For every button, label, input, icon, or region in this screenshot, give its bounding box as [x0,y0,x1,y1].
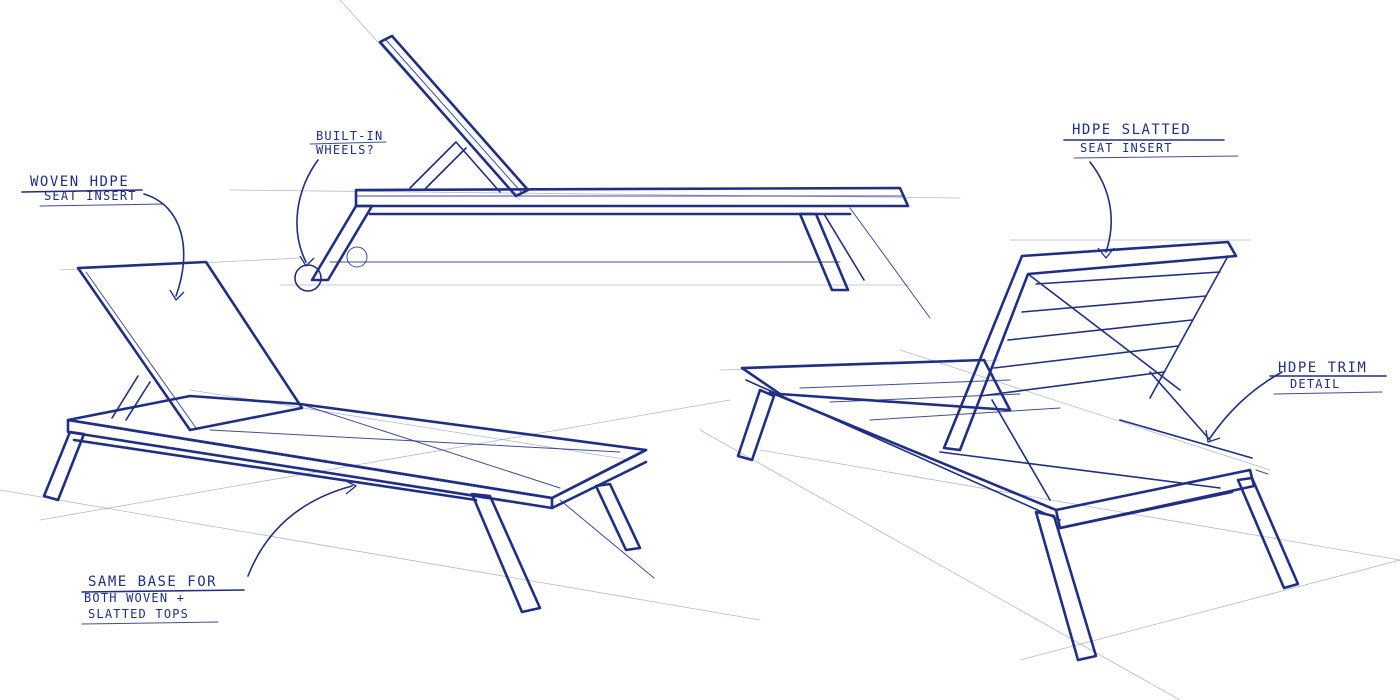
annotation-woven-seat: WOVEN HDPE SEAT INSERT [21,174,185,301]
annotation-built-in-wheels: BUILT-IN WHEELS? [296,129,387,267]
chaise-slatted [736,240,1300,662]
chaise-side-view [294,34,931,319]
note-slatted-line2: SEAT INSERT [1080,141,1173,155]
note-wheels-line2: WHEELS? [316,143,375,157]
note-base-line2: BOTH WOVEN + [84,591,185,605]
note-trim-line1: HDPE TRIM [1278,360,1367,376]
note-woven-line1: WOVEN HDPE [30,174,129,190]
note-wheels-line1: BUILT-IN [316,129,383,143]
note-base-line1: SAME BASE FOR [88,574,217,590]
note-woven-line2: SEAT INSERT [44,189,137,203]
annotation-trim-detail: HDPE TRIM DETAIL [1205,360,1387,443]
annotation-slatted-seat: HDPE SLATTED SEAT INSERT [1063,122,1239,259]
wheel-icon [294,264,322,292]
note-base-line3: SLATTED TOPS [88,607,189,621]
note-slatted-line1: HDPE SLATTED [1072,122,1191,138]
chaise-woven [42,260,655,614]
seat-slats [799,379,1061,421]
backrest-slats [979,271,1221,397]
annotation-same-base: SAME BASE FOR BOTH WOVEN + SLATTED TOPS [81,479,357,625]
note-trim-line2: DETAIL [1290,377,1341,391]
